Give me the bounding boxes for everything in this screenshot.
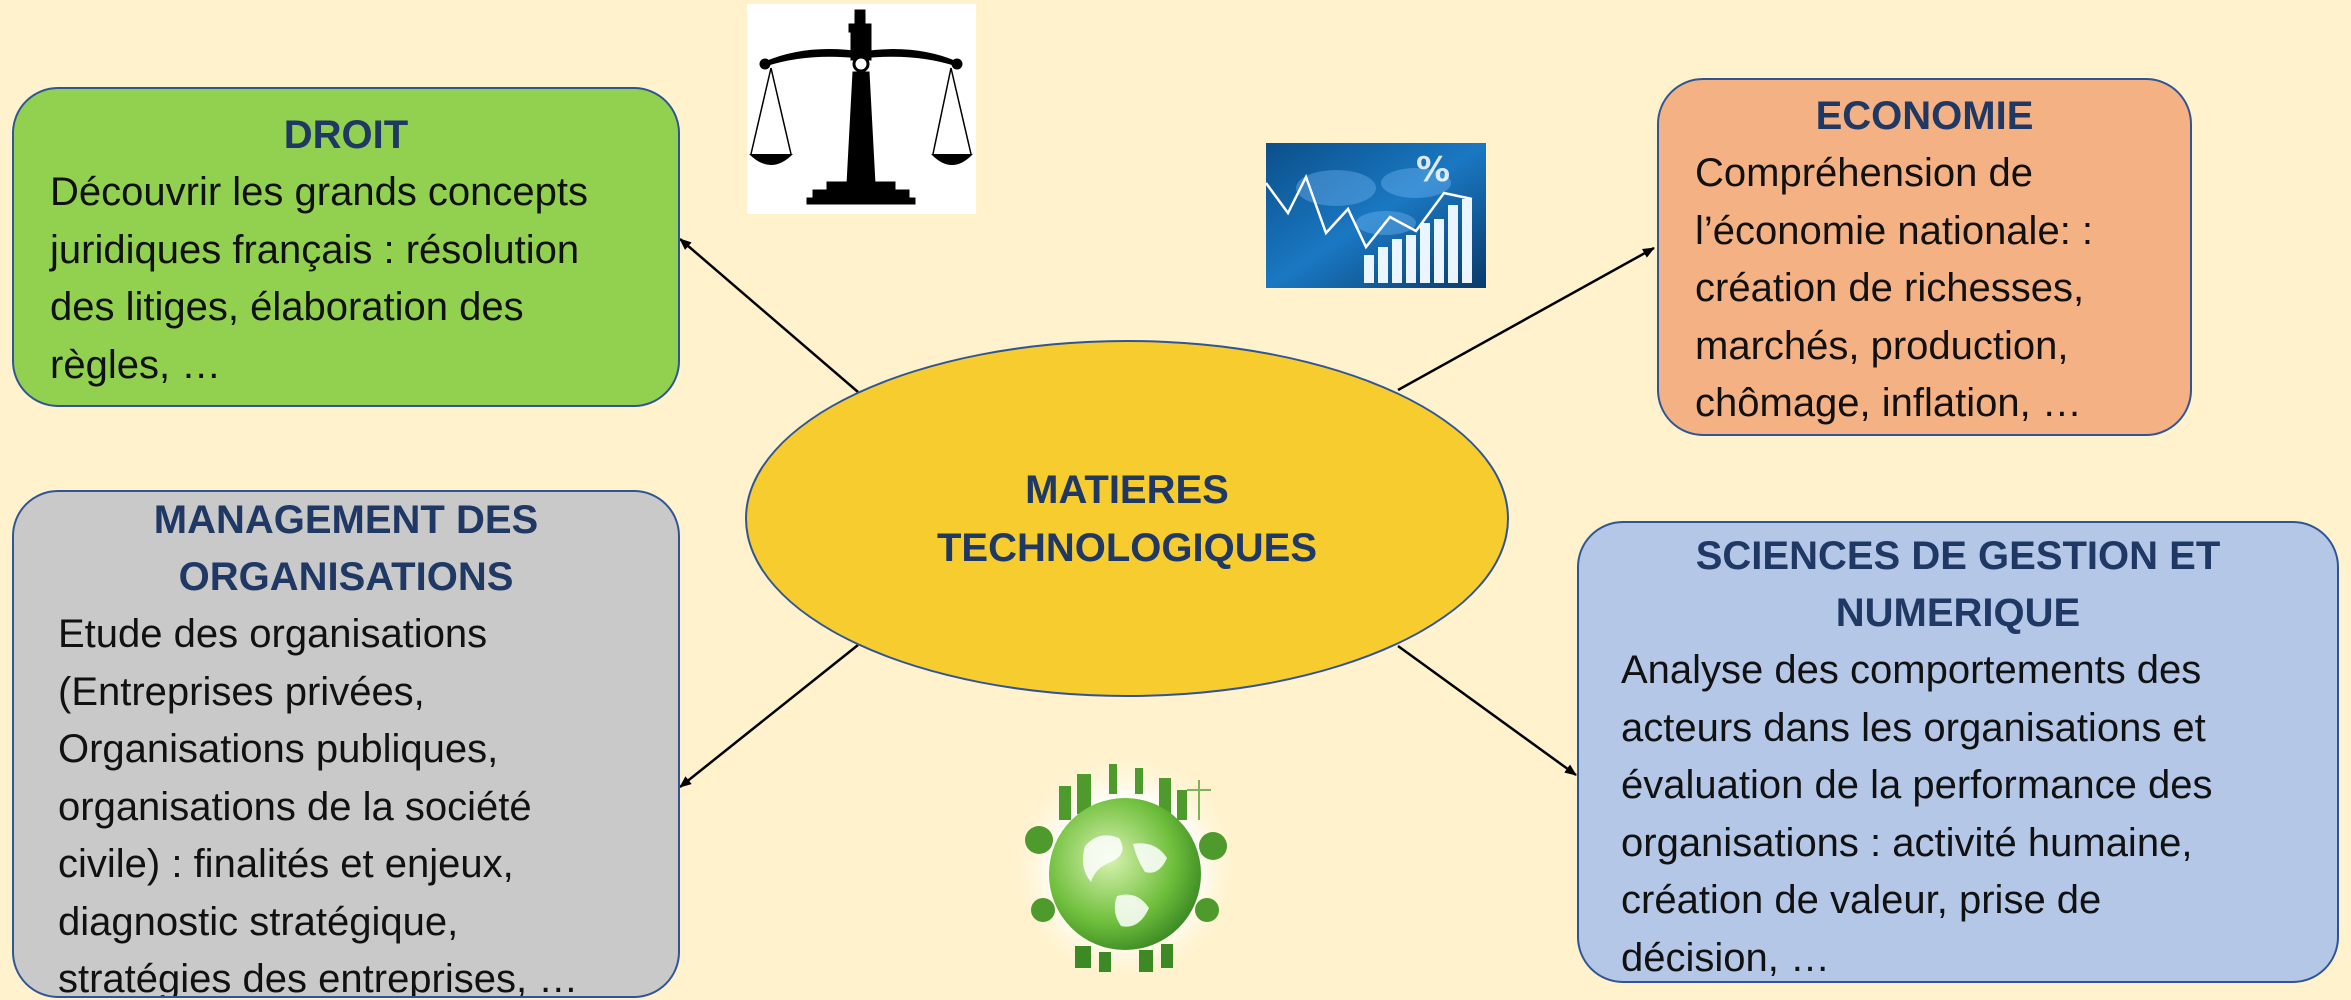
arrow-to-management	[679, 644, 859, 788]
economie-body: Compréhension de l’économie nationale: :…	[1695, 151, 2094, 425]
management-title: MANAGEMENT DES ORGANISATIONS	[153, 498, 539, 599]
economie-box: ECONOMIE Compréhension de l’économie nat…	[1657, 78, 2192, 436]
sciences-title: SCIENCES DE GESTION ET NUMERIQUE	[1695, 534, 2221, 635]
droit-body: Découvrir les grands concepts juridiques…	[50, 170, 589, 387]
center-label: MATIERES TECHNOLOGIQUES	[936, 467, 1318, 570]
finance-chart-icon: %	[1266, 143, 1486, 288]
arrow-to-sciences	[1397, 644, 1577, 777]
center-ellipse: MATIERES TECHNOLOGIQUES	[745, 340, 1509, 697]
scales-of-justice-icon	[747, 4, 976, 214]
svg-text:%: %	[1416, 150, 1450, 190]
economie-title: ECONOMIE	[1815, 94, 2034, 138]
droit-title: DROIT	[283, 113, 409, 157]
sciences-box: SCIENCES DE GESTION ET NUMERIQUE Analyse…	[1577, 521, 2339, 983]
arrow-to-droit	[679, 238, 859, 393]
arrow-to-economie	[1397, 246, 1655, 392]
green-globe-icon	[1005, 750, 1245, 982]
sciences-body: Analyse des comportements des acteurs da…	[1621, 648, 2213, 980]
management-box: MANAGEMENT DES ORGANISATIONS Etude des o…	[12, 490, 680, 998]
droit-box: DROIT Découvrir les grands concepts juri…	[12, 87, 680, 407]
management-body: Etude des organisations (Entreprises pri…	[58, 612, 579, 998]
